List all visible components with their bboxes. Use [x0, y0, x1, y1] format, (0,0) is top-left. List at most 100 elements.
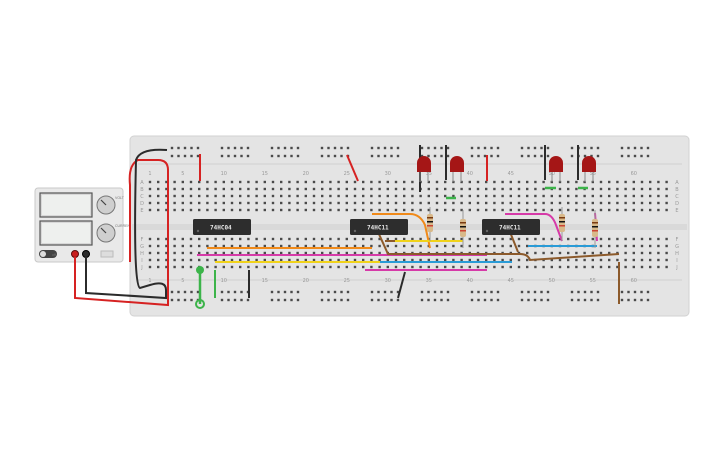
breadboard-hole[interactable]	[189, 251, 193, 255]
breadboard-hole[interactable]	[517, 258, 521, 262]
breadboard-hole[interactable]	[627, 146, 630, 150]
breadboard-hole[interactable]	[517, 194, 521, 198]
breadboard-hole[interactable]	[527, 290, 530, 294]
breadboard-hole[interactable]	[190, 146, 193, 150]
breadboard-hole[interactable]	[446, 290, 450, 294]
breadboard-hole[interactable]	[517, 237, 521, 241]
breadboard-hole[interactable]	[239, 208, 242, 212]
breadboard-hole[interactable]	[206, 237, 209, 241]
breadboard-hole[interactable]	[320, 290, 324, 294]
breadboard-hole[interactable]	[214, 237, 217, 241]
resistor-icon[interactable]	[559, 207, 565, 241]
breadboard-hole[interactable]	[233, 298, 237, 302]
breadboard-hole[interactable]	[230, 194, 234, 198]
breadboard-hole[interactable]	[321, 180, 324, 184]
breadboard-hole[interactable]	[329, 244, 332, 248]
breadboard-hole[interactable]	[247, 244, 250, 248]
breadboard-hole[interactable]	[353, 194, 357, 198]
breadboard-hole[interactable]	[640, 298, 643, 302]
breadboard-hole[interactable]	[403, 187, 406, 191]
breadboard-hole[interactable]	[296, 258, 299, 262]
breadboard-hole[interactable]	[632, 187, 635, 191]
breadboard-hole[interactable]	[246, 154, 250, 158]
breadboard-hole[interactable]	[222, 258, 225, 262]
breadboard-hole[interactable]	[173, 194, 176, 198]
breadboard-hole[interactable]	[362, 208, 365, 212]
breadboard-hole[interactable]	[520, 290, 524, 294]
breadboard-hole[interactable]	[608, 237, 611, 241]
breadboard-hole[interactable]	[345, 208, 348, 212]
breadboard-hole[interactable]	[599, 194, 603, 198]
breadboard-hole[interactable]	[346, 290, 350, 294]
breadboard-hole[interactable]	[190, 298, 193, 302]
breadboard-hole[interactable]	[329, 265, 332, 269]
breadboard-hole[interactable]	[632, 244, 635, 248]
breadboard-hole[interactable]	[214, 194, 217, 198]
breadboard-hole[interactable]	[181, 258, 184, 262]
breadboard-hole[interactable]	[550, 258, 553, 262]
breadboard-hole[interactable]	[247, 251, 250, 255]
breadboard-hole[interactable]	[181, 237, 184, 241]
breadboard-hole[interactable]	[665, 208, 668, 212]
breadboard-hole[interactable]	[533, 154, 537, 158]
breadboard-hole[interactable]	[296, 244, 299, 248]
breadboard-hole[interactable]	[198, 244, 201, 248]
breadboard-hole[interactable]	[632, 258, 635, 262]
breadboard-hole[interactable]	[255, 251, 258, 255]
breadboard-hole[interactable]	[288, 237, 291, 241]
breadboard-hole[interactable]	[304, 194, 307, 198]
breadboard-hole[interactable]	[419, 258, 422, 262]
breadboard-hole[interactable]	[624, 180, 627, 184]
breadboard-hole[interactable]	[312, 237, 316, 241]
breadboard-hole[interactable]	[444, 194, 447, 198]
breadboard-hole[interactable]	[665, 265, 668, 269]
breadboard-hole[interactable]	[452, 258, 455, 262]
breadboard-hole[interactable]	[534, 194, 537, 198]
breadboard-hole[interactable]	[206, 208, 209, 212]
breadboard-hole[interactable]	[483, 146, 487, 150]
breadboard-hole[interactable]	[378, 265, 381, 269]
breadboard-hole[interactable]	[509, 180, 512, 184]
breadboard-hole[interactable]	[280, 187, 283, 191]
breadboard-hole[interactable]	[649, 265, 652, 269]
breadboard-hole[interactable]	[501, 237, 504, 241]
breadboard-hole[interactable]	[378, 201, 381, 205]
breadboard-hole[interactable]	[263, 180, 266, 184]
breadboard-hole[interactable]	[485, 194, 488, 198]
breadboard-hole[interactable]	[181, 251, 184, 255]
breadboard-hole[interactable]	[608, 244, 611, 248]
breadboard-hole[interactable]	[222, 237, 225, 241]
brown-wire[interactable]	[509, 231, 519, 253]
breadboard-hole[interactable]	[468, 187, 471, 191]
breadboard-hole[interactable]	[509, 265, 512, 269]
breadboard-hole[interactable]	[271, 180, 275, 184]
breadboard-hole[interactable]	[353, 265, 357, 269]
breadboard-hole[interactable]	[460, 201, 463, 205]
breadboard-hole[interactable]	[333, 298, 337, 302]
led-icon[interactable]	[549, 156, 563, 182]
breadboard-hole[interactable]	[640, 265, 644, 269]
breadboard-hole[interactable]	[460, 208, 463, 212]
breadboard-hole[interactable]	[230, 251, 234, 255]
breadboard-hole[interactable]	[444, 208, 447, 212]
breadboard-hole[interactable]	[290, 298, 293, 302]
breadboard-hole[interactable]	[435, 265, 439, 269]
black-jumper[interactable]	[397, 271, 406, 299]
breadboard-hole[interactable]	[280, 180, 283, 184]
breadboard-hole[interactable]	[520, 146, 524, 150]
breadboard-hole[interactable]	[345, 201, 348, 205]
positive-terminal-icon[interactable]	[71, 250, 79, 258]
breadboard-hole[interactable]	[290, 154, 293, 158]
breadboard-hole[interactable]	[337, 237, 340, 241]
breadboard-hole[interactable]	[477, 146, 480, 150]
breadboard-hole[interactable]	[296, 194, 299, 198]
breadboard-hole[interactable]	[470, 154, 474, 158]
breadboard-hole[interactable]	[230, 258, 234, 262]
breadboard-hole[interactable]	[427, 290, 430, 294]
breadboard-hole[interactable]	[468, 194, 471, 198]
breadboard-hole[interactable]	[378, 187, 381, 191]
breadboard-hole[interactable]	[493, 187, 496, 191]
breadboard-hole[interactable]	[485, 258, 488, 262]
breadboard-hole[interactable]	[239, 201, 242, 205]
breadboard-hole[interactable]	[177, 298, 180, 302]
